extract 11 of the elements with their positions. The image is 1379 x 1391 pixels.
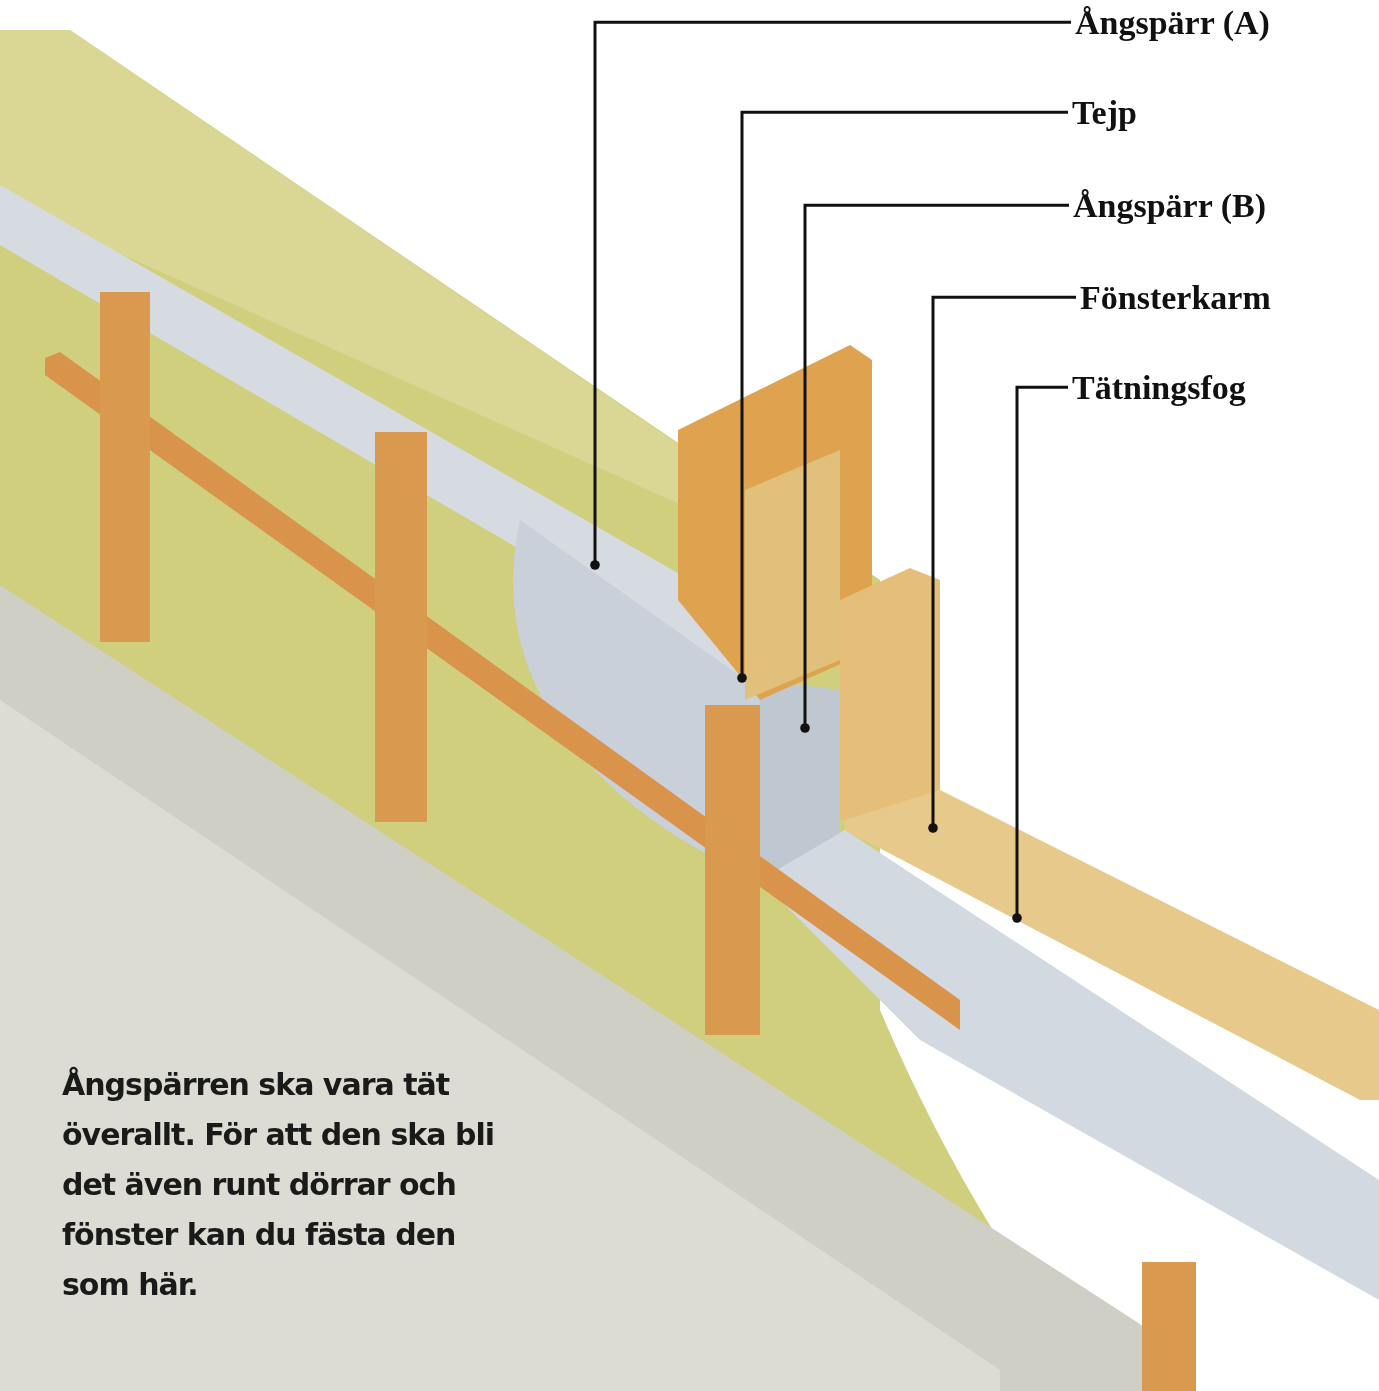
leader-line bbox=[590, 20, 1071, 570]
caption-text: Ångspärren ska vara tät överallt. För att den ska bli det även runt dörrar och fönster kan du fästa den som här. bbox=[62, 1065, 495, 1304]
part-label: Tejp bbox=[1072, 93, 1137, 131]
part-label: Ångspärr (A) bbox=[1075, 3, 1270, 41]
leader-line bbox=[737, 110, 1068, 683]
part-label: Fönsterkarm bbox=[1080, 278, 1271, 316]
part-label: Tätningsfog bbox=[1072, 368, 1246, 406]
leader-line bbox=[928, 295, 1076, 833]
part-label: Ångspärr (B) bbox=[1073, 186, 1266, 224]
leader-line bbox=[1012, 385, 1068, 923]
leader-line bbox=[800, 203, 1069, 733]
